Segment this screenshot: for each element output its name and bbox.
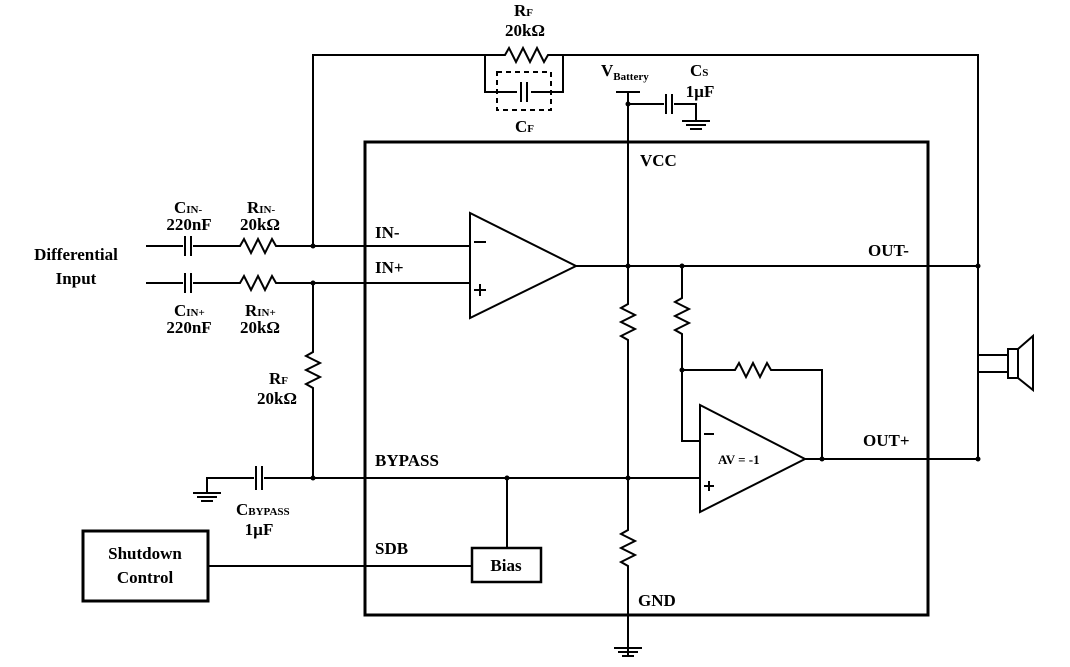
pin-vcc: VCC bbox=[640, 151, 677, 170]
rin-minus-label: RIN- bbox=[247, 198, 276, 217]
pin-bypass: BYPASS bbox=[375, 451, 439, 470]
rin-minus-value: 20kΩ bbox=[240, 215, 280, 234]
rf-bottom-value: 20kΩ bbox=[257, 389, 297, 408]
shutdown-label-line1: Shutdown bbox=[108, 544, 182, 563]
cin-minus-label: CIN- bbox=[174, 198, 203, 217]
input-label-line1: Differential bbox=[34, 245, 118, 264]
input-label-line2: Input bbox=[56, 269, 97, 288]
pin-sdb: SDB bbox=[375, 539, 408, 558]
ic-package-outline bbox=[363, 140, 930, 617]
bias-block-label: Bias bbox=[490, 556, 522, 575]
cs-label: CS bbox=[690, 61, 708, 80]
junction-dots bbox=[310, 101, 981, 481]
amp2-gain-label: AV = -1 bbox=[718, 452, 760, 467]
bias-divider bbox=[614, 300, 642, 657]
cbypass-label: CBYPASS bbox=[236, 500, 290, 519]
cin-plus-label: CIN+ bbox=[174, 301, 205, 320]
rf-top-value: 20kΩ bbox=[505, 21, 545, 40]
pin-out-plus: OUT+ bbox=[863, 431, 910, 450]
amplifier-1 bbox=[469, 211, 978, 320]
amplifier-2-network bbox=[672, 266, 978, 514]
pin-gnd: GND bbox=[638, 591, 676, 610]
vcc-supply bbox=[616, 91, 710, 300]
shutdown-path bbox=[81, 529, 543, 603]
cin-plus-value: 220nF bbox=[166, 318, 211, 337]
input-network-plus bbox=[146, 273, 470, 293]
rf-bottom-label: RF bbox=[269, 369, 288, 388]
rin-plus-label: RIN+ bbox=[245, 301, 276, 320]
shutdown-label-line2: Control bbox=[117, 568, 174, 587]
pin-out-minus: OUT- bbox=[868, 241, 909, 260]
pin-in-minus: IN- bbox=[375, 223, 400, 242]
cin-minus-value: 220nF bbox=[166, 215, 211, 234]
vbattery-label: VBattery bbox=[601, 61, 649, 83]
rf-top-label: RF bbox=[514, 1, 533, 20]
speaker-icon bbox=[977, 266, 1034, 459]
cs-value: 1µF bbox=[686, 82, 715, 101]
cbypass-value: 1µF bbox=[245, 520, 274, 539]
feedback-network-top bbox=[312, 45, 979, 355]
cf-label: CF bbox=[515, 117, 534, 136]
input-network-minus bbox=[146, 236, 470, 256]
rin-plus-value: 20kΩ bbox=[240, 318, 280, 337]
pin-in-plus: IN+ bbox=[375, 258, 404, 277]
feedback-resistor-bottom bbox=[303, 283, 323, 478]
